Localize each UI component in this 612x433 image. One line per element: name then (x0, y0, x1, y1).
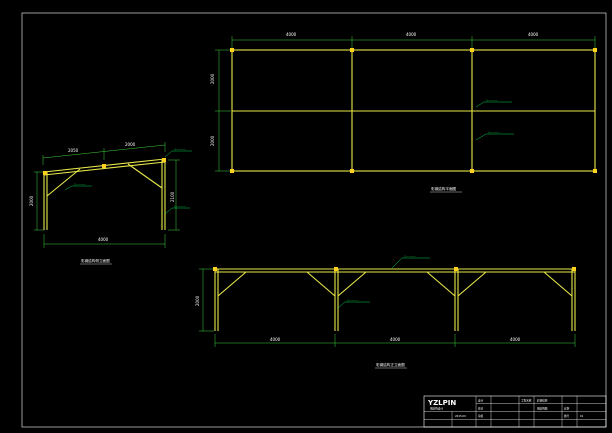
front-view-title[interactable]: 彩钢结构正立面图 (376, 362, 405, 367)
front-dim-left: 2000 (195, 295, 200, 306)
side-left-dimension (34, 171, 44, 231)
title-block-sheet-value: 01 (580, 414, 584, 418)
plan-dim-top-2: 4000 (406, 32, 417, 37)
front-dim-bottom-3: 4000 (510, 337, 521, 342)
title-block-caption-scale: 比例 (564, 407, 570, 411)
plan-left-dimension (215, 49, 231, 172)
plan-dim-left-1: 2000 (210, 73, 215, 84)
side-callout-1[interactable]: ○———— (164, 148, 192, 158)
plan-callout-2[interactable]: ○———— (475, 131, 514, 141)
front-dim-bottom-2: 4000 (390, 337, 401, 342)
front-callout-1-text: ○———— (404, 255, 416, 258)
title-block-caption-approve: 审核 (478, 414, 484, 418)
front-view: 2000 4000 4000 4000 (195, 255, 576, 369)
title-block-date-value: 2015.09 (455, 414, 466, 418)
side-dim-bottom: 4000 (98, 237, 109, 242)
front-nodes (213, 267, 576, 271)
side-callout-3-text: ○———— (174, 205, 186, 208)
plan-callout-2-text: ○———— (488, 131, 500, 134)
side-callout-1-text: ○———— (174, 148, 186, 151)
drawing-border-frame (21, 12, 607, 428)
front-callout-1[interactable]: ○———— (391, 255, 430, 269)
side-members (43, 158, 166, 230)
front-bottom-dimension (214, 334, 576, 347)
side-nodes (43, 158, 166, 175)
plan-dim-top-3: 4000 (528, 32, 539, 37)
front-callout-2-text: ○———— (347, 299, 359, 302)
plan-callout-1-text: ○———— (486, 99, 498, 102)
plan-top-dimension (231, 36, 596, 49)
plan-nodes (230, 48, 597, 173)
side-bottom-dimension (43, 234, 166, 248)
front-members (214, 268, 576, 331)
title-block-caption-design: 设计 (478, 399, 484, 403)
side-right-dimension (168, 159, 180, 231)
side-top-dimension (42, 142, 166, 165)
side-callout-2[interactable]: ○———— (64, 183, 92, 191)
title-block-caption-check: 校对 (478, 407, 484, 411)
title-block[interactable]: YZLPIN 钢结构设计 设计 校对 审核 工程名称 比例 图号 彩钢结构 钢结… (423, 395, 607, 428)
side-callout-2-text: ○———— (74, 183, 86, 186)
title-block-name-value: 钢结构图 (537, 407, 548, 411)
plan-callout-1[interactable]: ○———— (475, 99, 512, 108)
front-dim-bottom-1: 4000 (270, 337, 281, 342)
side-callout-3[interactable]: ○———— (164, 205, 190, 215)
plan-members (231, 49, 596, 172)
side-dim-left: 2000 (29, 195, 34, 206)
title-block-caption-sheet: 图号 (564, 414, 570, 418)
side-dim-top-2: 2000 (125, 142, 136, 147)
side-dim-top-1: 2050 (68, 148, 79, 153)
side-view-title[interactable]: 彩钢结构侧立面图 (81, 258, 110, 263)
title-block-logo-sub: 钢结构设计 (430, 407, 443, 411)
plan-view: 4000 4000 4000 2000 2000 (210, 32, 597, 193)
title-block-caption-project: 工程名称 (521, 399, 532, 403)
plan-view-title[interactable]: 彩钢结构平面图 (431, 186, 457, 191)
plan-dim-top-1: 4000 (286, 32, 297, 37)
front-callout-2[interactable]: ○———— (337, 299, 370, 309)
side-view: 2050 2000 2000 2100 4000 (29, 142, 192, 265)
title-block-project-value: 彩钢结构 (537, 399, 548, 403)
front-left-dimension (199, 268, 214, 332)
title-block-logo: YZLPIN (427, 399, 456, 407)
plan-dim-left-2: 2000 (210, 135, 215, 146)
side-dim-right: 2100 (170, 191, 175, 202)
